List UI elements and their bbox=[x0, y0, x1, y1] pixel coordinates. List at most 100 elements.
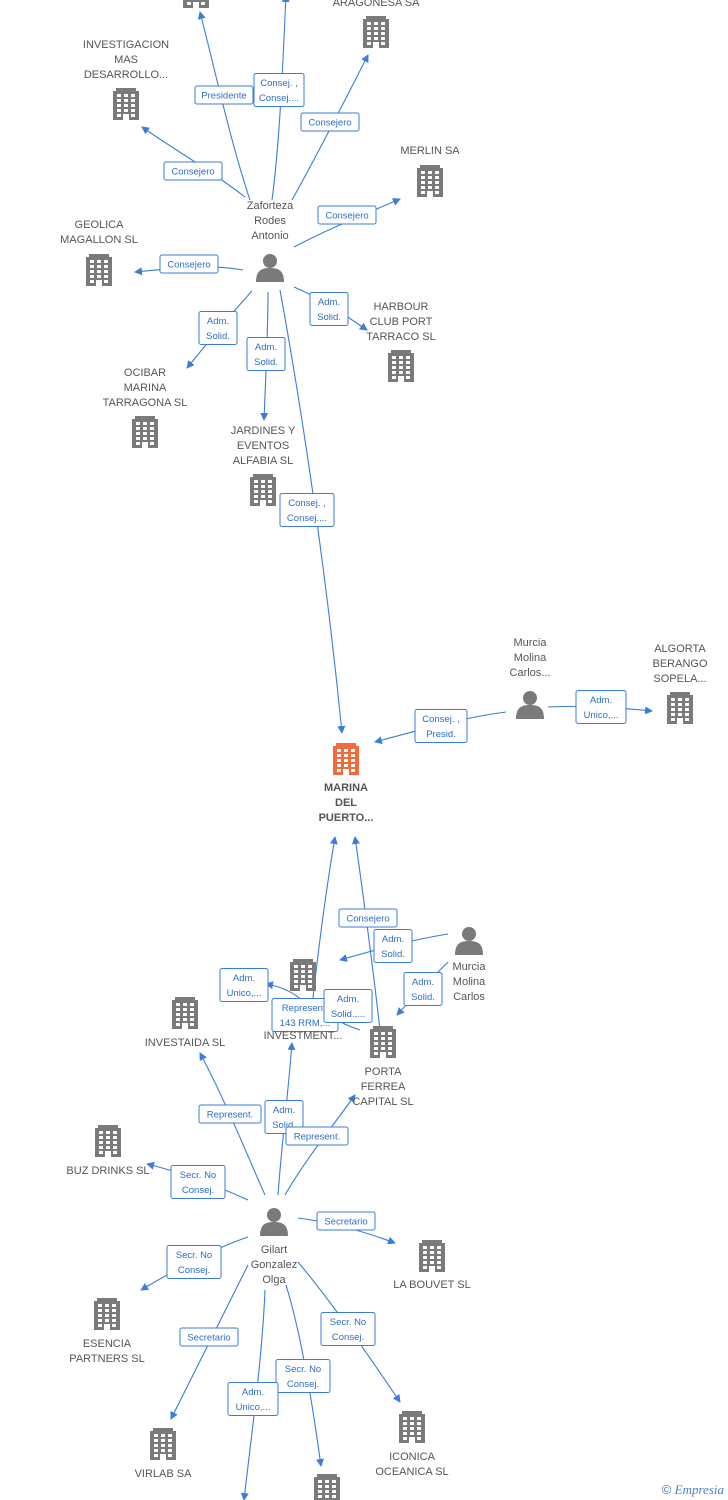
company-node[interactable]: VIRLAB SA bbox=[135, 1428, 193, 1480]
relation-label-text: Secr. No bbox=[285, 1364, 321, 1375]
relation-label-box bbox=[373, 929, 413, 963]
relation-label-text: Unico,... bbox=[584, 710, 619, 721]
relation-label[interactable]: Adm.Solid. bbox=[373, 929, 413, 963]
relation-label-box bbox=[219, 968, 269, 1002]
brand-logo: Empresia bbox=[674, 1482, 724, 1497]
person-icon bbox=[516, 691, 544, 719]
relation-label[interactable]: Secr. No Consej. bbox=[275, 1359, 331, 1393]
company-node[interactable]: ICONICA OCEANICA SL bbox=[375, 1411, 449, 1478]
relation-label-box bbox=[166, 1245, 222, 1279]
relation-label-box bbox=[316, 1211, 376, 1231]
building-icon bbox=[363, 16, 389, 48]
relation-edge bbox=[265, 981, 303, 1001]
relation-label-text: Solid.,... bbox=[331, 1009, 365, 1020]
node-label: ICONICA bbox=[389, 1451, 436, 1463]
node-label: Olga bbox=[262, 1274, 286, 1286]
relation-label-text: 143 RRM,... bbox=[280, 1018, 331, 1029]
relation-label-box bbox=[275, 1359, 331, 1393]
relation-label[interactable]: Consejero bbox=[317, 205, 377, 225]
company-node[interactable]: ALGORTABERANGOSOPELA... bbox=[652, 643, 708, 724]
relation-label[interactable]: Adm.Unico,... bbox=[227, 1382, 279, 1416]
relation-label-text: Adm. bbox=[412, 977, 434, 988]
node-label: LA BOUVET SL bbox=[393, 1279, 470, 1291]
relation-label-box bbox=[414, 709, 468, 743]
building-icon bbox=[290, 959, 316, 991]
relation-label[interactable]: Adm.Solid. bbox=[309, 292, 349, 326]
node-label: VIRLAB SA bbox=[135, 1468, 193, 1480]
relation-label[interactable]: Consej. ,Presid. bbox=[414, 709, 468, 743]
relation-label[interactable]: Consej. ,Consej.... bbox=[279, 493, 335, 527]
copyright-symbol: © bbox=[661, 1482, 672, 1497]
relation-label-text: Secr. No bbox=[176, 1250, 212, 1261]
relation-label-box bbox=[338, 908, 398, 928]
relation-label[interactable]: Consejero bbox=[159, 254, 219, 274]
node-label: HARBOUR bbox=[373, 301, 428, 313]
relation-label-text: Solid. bbox=[272, 1120, 296, 1131]
relation-label[interactable]: Consejero bbox=[300, 112, 360, 132]
focus-company-node[interactable]: MARINADELPUERTO... bbox=[319, 743, 374, 824]
company-node[interactable]: INVESTIGACIONMASDESARROLLO... bbox=[83, 39, 169, 120]
relation-label[interactable]: Consejero bbox=[163, 161, 223, 181]
relation-label[interactable]: Represent. bbox=[285, 1126, 349, 1146]
person-node[interactable]: MurciaMolinaCarlos... bbox=[510, 637, 551, 719]
node-label: CLUB PORT bbox=[370, 316, 433, 328]
relation-label[interactable]: Adm.Solid. bbox=[264, 1100, 304, 1134]
relation-label[interactable]: Adm.Unico,... bbox=[219, 968, 269, 1002]
relation-label[interactable]: Adm.Solid. bbox=[198, 311, 238, 345]
relation-label-text: Adm. bbox=[337, 994, 359, 1005]
node-label: OCEANICA SL bbox=[375, 1466, 448, 1478]
relation-label[interactable]: Presidente bbox=[194, 85, 254, 105]
node-label: SOPELA... bbox=[653, 673, 706, 685]
company-node[interactable] bbox=[314, 1474, 340, 1500]
relation-label[interactable]: Consejero bbox=[338, 908, 398, 928]
relation-label[interactable]: Adm.Unico,... bbox=[575, 690, 627, 724]
relation-label[interactable]: Adm. Solid.,... bbox=[323, 989, 373, 1023]
node-label: Antonio bbox=[251, 230, 288, 242]
building-icon bbox=[113, 88, 139, 120]
company-node[interactable]: ARAGONESA SA bbox=[333, 0, 420, 48]
node-label: Murcia bbox=[513, 637, 547, 649]
building-icon bbox=[419, 1240, 445, 1272]
relation-label[interactable]: Secretario bbox=[316, 1211, 376, 1231]
relation-label[interactable]: Consej. ,Consej.... bbox=[253, 73, 305, 107]
relation-label[interactable]: Represent. bbox=[198, 1104, 262, 1124]
relation-label-box bbox=[300, 112, 360, 132]
node-label: Murcia bbox=[452, 961, 486, 973]
relation-edge bbox=[197, 11, 251, 201]
relation-label-text: Consejero bbox=[171, 167, 214, 178]
relation-label-box bbox=[309, 292, 349, 326]
relation-label[interactable]: Secretario bbox=[179, 1327, 239, 1347]
building-icon bbox=[333, 743, 359, 775]
company-node[interactable] bbox=[183, 0, 209, 8]
company-node[interactable]: LA BOUVET SL bbox=[393, 1240, 471, 1291]
company-node[interactable]: BUZ DRINKS SL bbox=[66, 1125, 150, 1177]
node-label: Carlos... bbox=[510, 667, 551, 679]
node-label: DESARROLLO... bbox=[84, 69, 168, 81]
company-node[interactable]: INVESTAIDA SL bbox=[145, 997, 226, 1049]
person-icon bbox=[256, 254, 284, 282]
relation-label[interactable]: Adm.Solid. bbox=[246, 337, 286, 371]
node-label: BUZ DRINKS SL bbox=[66, 1165, 149, 1177]
building-icon bbox=[86, 254, 112, 286]
relation-label-text: Secr. No bbox=[330, 1317, 366, 1328]
building-icon bbox=[250, 474, 276, 506]
relation-label-box bbox=[163, 161, 223, 181]
company-node[interactable]: INVESTMENT... bbox=[264, 959, 343, 1042]
relation-label[interactable]: Adm.Solid. bbox=[403, 972, 443, 1006]
relation-label-text: Solid. bbox=[254, 357, 278, 368]
relation-label-text: Consej. bbox=[287, 1379, 319, 1390]
company-node[interactable]: MERLIN SA bbox=[400, 145, 460, 197]
relation-label-text: Secretario bbox=[324, 1217, 367, 1228]
